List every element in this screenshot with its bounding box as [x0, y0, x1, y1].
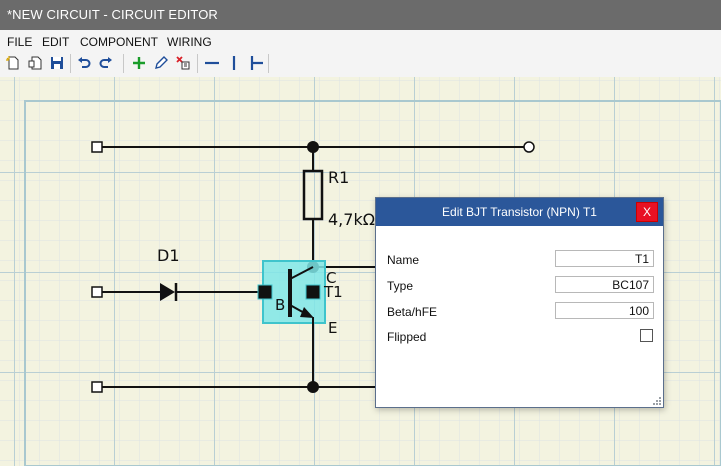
resistor-value: 4,7kΩ	[328, 210, 375, 229]
toolbar	[0, 51, 721, 76]
undo-icon[interactable]	[74, 53, 94, 73]
beta-label: Beta/hFE	[387, 305, 438, 319]
close-icon: X	[642, 205, 651, 219]
terminal-top-left[interactable]	[91, 141, 103, 153]
emitter-label: E	[328, 319, 337, 337]
collector-label: C	[326, 269, 336, 287]
toolbar-separator	[197, 54, 198, 73]
base-handle[interactable]	[257, 284, 273, 300]
type-field[interactable]: BC107	[555, 276, 654, 293]
label-handle[interactable]	[305, 284, 321, 300]
type-label: Type	[387, 279, 414, 293]
redo-icon[interactable]	[96, 53, 116, 73]
schematic[interactable]: R1 4,7kΩ D1 B C T1 E	[0, 77, 721, 466]
save-icon[interactable]	[47, 53, 67, 73]
name-label: Name	[387, 253, 420, 267]
horizontal-wire-icon[interactable]	[202, 53, 222, 73]
circuit-canvas[interactable]: R1 4,7kΩ D1 B C T1 E	[0, 77, 721, 466]
beta-field[interactable]: 100	[555, 302, 654, 319]
toolbar-separator	[268, 54, 269, 73]
new-file-icon[interactable]	[3, 53, 23, 73]
terminal-mid-left[interactable]	[91, 286, 103, 298]
base-label: B	[275, 296, 285, 314]
name-field[interactable]: T1	[555, 250, 654, 267]
resistor-label: R1	[328, 168, 349, 187]
edit-pencil-icon[interactable]	[151, 53, 171, 73]
delete-icon[interactable]	[173, 53, 193, 73]
menu-file[interactable]: FILE	[7, 35, 33, 49]
sheet-border	[24, 100, 721, 466]
close-button[interactable]: X	[636, 202, 658, 222]
terminal-top-right[interactable]	[523, 141, 535, 153]
junction-wire-icon[interactable]	[246, 53, 266, 73]
terminal-bottom-left[interactable]	[91, 381, 103, 393]
dialog-header[interactable]: Edit BJT Transistor (NPN) T1 X	[376, 198, 663, 226]
diode-label: D1	[157, 246, 180, 265]
emitter-junction-dot	[307, 381, 319, 393]
edit-transistor-dialog: Edit BJT Transistor (NPN) T1 X Name T1 T…	[375, 197, 664, 408]
menu-wiring[interactable]: WIRING	[167, 35, 212, 49]
diode-d1[interactable]	[160, 283, 175, 301]
resize-grip-icon[interactable]	[651, 395, 661, 405]
open-file-icon[interactable]	[25, 53, 45, 73]
menu-component[interactable]: COMPONENT	[80, 35, 158, 49]
menu-edit[interactable]: EDIT	[42, 35, 70, 49]
title-bar: *NEW CIRCUIT - CIRCUIT EDITOR	[0, 0, 721, 30]
menu-bar: FILE EDIT COMPONENT WIRING	[0, 32, 721, 51]
toolbar-separator	[123, 54, 124, 73]
dialog-title: Edit BJT Transistor (NPN) T1	[442, 205, 597, 219]
flipped-label: Flipped	[387, 330, 427, 344]
emitter-arrow	[300, 307, 314, 318]
window-title: *NEW CIRCUIT - CIRCUIT EDITOR	[7, 7, 218, 22]
vertical-wire-icon[interactable]	[224, 53, 244, 73]
toolbar-separator	[70, 54, 71, 73]
flipped-checkbox[interactable]	[640, 329, 653, 342]
transistor-label: T1	[323, 283, 343, 301]
add-component-icon[interactable]	[129, 53, 149, 73]
